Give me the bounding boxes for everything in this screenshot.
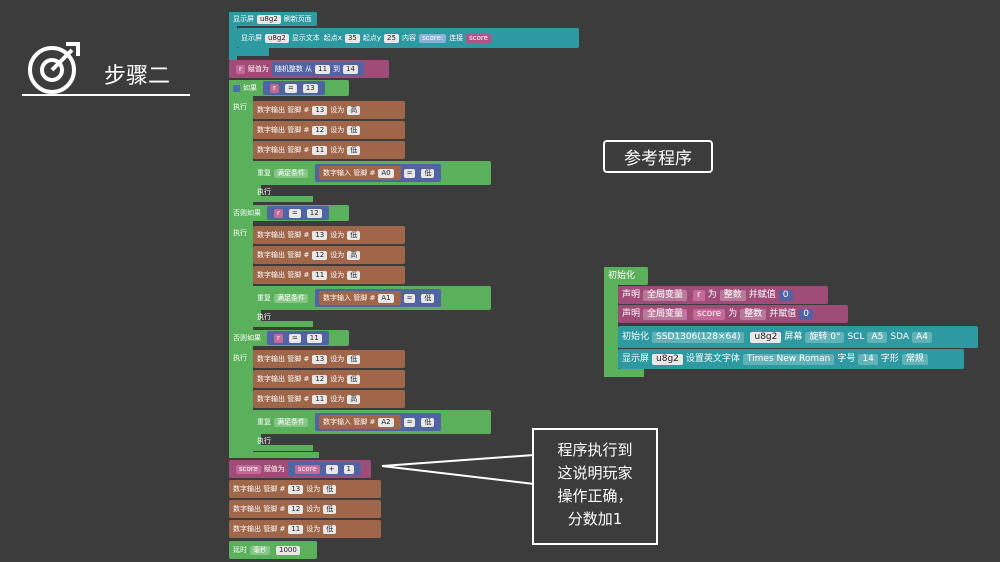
init-header[interactable]: 初始化	[604, 267, 648, 285]
repeat-block[interactable]: 重复 满足条件 数字输入 管脚 # A1 = 低	[253, 286, 491, 310]
repeat-block[interactable]: 重复 满足条件 数字输入 管脚 # A2 = 低	[253, 410, 491, 434]
refresh-page-block[interactable]: 显示屏 u8g2 刷新页面	[229, 12, 317, 26]
else-if-header[interactable]: 否则如果 r = 12	[229, 205, 349, 221]
dout-block[interactable]: 数字输出 管脚 # 11 设为 高	[253, 390, 405, 408]
repeat-block[interactable]: 重复 满足条件 数字输入 管脚 # A0 = 低	[253, 161, 491, 185]
exec-label: 执行	[257, 313, 271, 321]
dout-block[interactable]: 数字输出 管脚 # 12 设为 低	[229, 500, 381, 518]
refresh-container-bottom	[229, 48, 269, 56]
if-header[interactable]: 如果 r = 13	[229, 80, 349, 96]
exec-label: 执行	[233, 354, 247, 362]
dout-block[interactable]: 数字输出 管脚 # 12 设为 高	[253, 246, 405, 264]
declare-score-block[interactable]: 声明 全局变量 score 为 整数 并赋值 0	[618, 305, 848, 323]
init-container[interactable]	[604, 267, 618, 377]
assign-score-block[interactable]: score 赋值为 score + 1	[229, 460, 371, 478]
step-title-underline	[22, 94, 190, 96]
callout-line: 这说明玩家	[557, 464, 633, 482]
dout-block[interactable]: 数字输出 管脚 # 11 设为 低	[229, 520, 381, 538]
declare-r-block[interactable]: 声明 全局变量 r 为 整数 并赋值 0	[618, 286, 828, 304]
init-bottom	[604, 369, 644, 377]
reference-box-text: 参考程序	[624, 149, 692, 169]
dout-block[interactable]: 数字输出 管脚 # 13 设为 低	[253, 226, 405, 244]
dout-block[interactable]: 数字输出 管脚 # 12 设为 低	[253, 370, 405, 388]
target-logo-icon	[28, 42, 80, 94]
display-text-block[interactable]: 显示屏 u8g2 显示文本 起点x 35 起点y 25 内容 score: 连接…	[237, 28, 579, 48]
exec-label: 执行	[233, 229, 247, 237]
dout-block[interactable]: 数字输出 管脚 # 11 设为 低	[253, 266, 405, 284]
step-title: 步骤二	[104, 64, 171, 89]
dout-block[interactable]: 数字输出 管脚 # 13 设为 高	[253, 101, 405, 119]
init-ssd1306-block[interactable]: 初始化 SSD1306(128×64) u8g2 屏幕 旋转 0° SCL A5…	[618, 326, 978, 348]
reference-box: 参考程序	[603, 140, 713, 173]
dout-block[interactable]: 数字输出 管脚 # 13 设为 低	[253, 350, 405, 368]
callout-line: 程序执行到	[557, 441, 633, 459]
set-font-block[interactable]: 显示屏 u8g2 设置英文字体 Times New Roman 字号 14 字形…	[618, 349, 964, 369]
exec-label: 执行	[233, 103, 247, 111]
delay-block[interactable]: 延时 毫秒 1000	[229, 541, 317, 559]
repeat-bottom	[253, 321, 313, 327]
callout-line: 操作正确，	[557, 487, 633, 505]
callout-pointer	[381, 453, 535, 486]
if-block-container[interactable]	[229, 80, 253, 458]
if-block-bottom	[229, 452, 319, 458]
dout-block[interactable]: 数字输出 管脚 # 11 设为 低	[253, 141, 405, 159]
callout-box: 程序执行到 这说明玩家 操作正确， 分数加1	[532, 428, 658, 545]
refresh-container[interactable]	[229, 12, 237, 60]
exec-label: 执行	[257, 437, 271, 445]
assign-r-block[interactable]: r 赋值为 随机整数 从 11 到 14	[229, 60, 389, 78]
repeat-bottom	[253, 445, 313, 451]
exec-label: 执行	[257, 188, 271, 196]
else-if-header[interactable]: 否则如果 r = 11	[229, 330, 349, 346]
callout-line: 分数加1	[567, 510, 623, 528]
repeat-bottom	[253, 196, 313, 202]
dout-block[interactable]: 数字输出 管脚 # 12 设为 低	[253, 121, 405, 139]
dout-block[interactable]: 数字输出 管脚 # 13 设为 低	[229, 480, 381, 498]
